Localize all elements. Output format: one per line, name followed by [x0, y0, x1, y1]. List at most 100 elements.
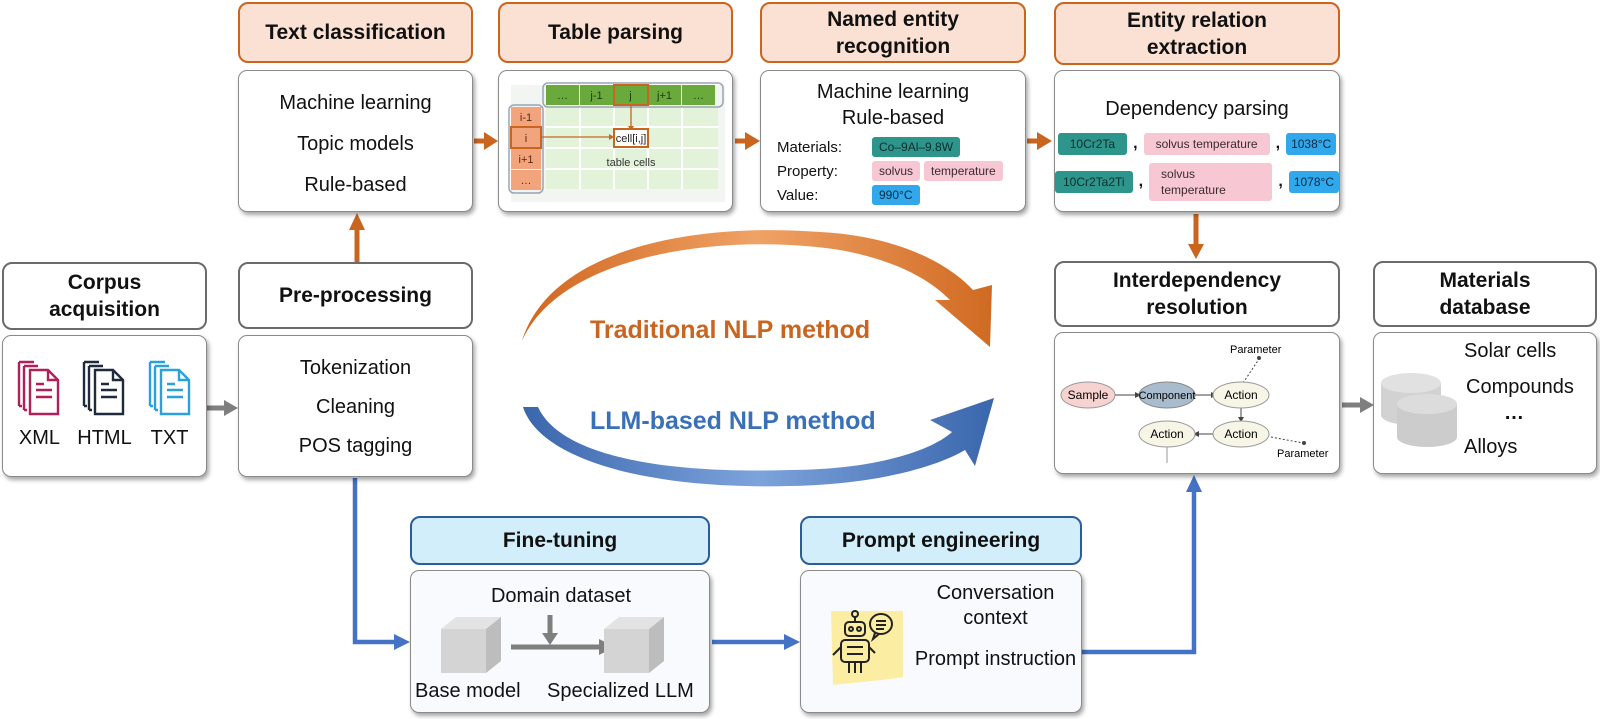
action-node-label: Action — [1224, 427, 1257, 441]
ner-method: Machine learning — [816, 81, 970, 103]
interdependency-title: Interdependency resolution — [1112, 269, 1282, 319]
prompt-engineering-header: Prompt engineering — [800, 516, 1082, 565]
finetuning-box: Domain dataset Base model Specialized LL… — [410, 570, 710, 713]
arrow-finetuning-to-prompt — [712, 634, 800, 650]
database-item: Compounds — [1466, 376, 1574, 398]
preprocessing-item: POS tagging — [298, 435, 413, 457]
separator: , — [1275, 135, 1281, 152]
value-tag: 1038°C — [1286, 133, 1337, 155]
file-type-label: HTML — [77, 427, 132, 449]
file-type-html: HTML — [77, 360, 132, 450]
arrow-preprocessing-to-finetuning — [352, 478, 410, 650]
property-tag: solvus — [872, 161, 921, 181]
prompt-instruction-label: Prompt instruction — [914, 648, 1077, 670]
column-header-cell — [682, 85, 715, 105]
separator: , — [1138, 173, 1144, 190]
table-cells-caption: table cells — [607, 157, 656, 169]
separator: , — [1278, 173, 1283, 190]
text-classification-item: Rule-based — [304, 174, 407, 196]
row-header-cell — [511, 170, 541, 190]
database-box: Solar cells Compounds … Alloys — [1373, 332, 1597, 474]
action-node — [1138, 420, 1196, 448]
property-tag: solvus temperature — [1143, 133, 1270, 155]
ner-box: Machine learning Rule-based Materials: C… — [760, 70, 1026, 212]
base-model-cube-icon — [441, 617, 501, 673]
property-tag: temperature — [924, 161, 1003, 181]
action-node — [1212, 381, 1270, 409]
ner-row-property: Property: solvus temperature — [777, 159, 1025, 183]
row-header-label: i — [525, 133, 527, 145]
preprocessing-item: Cleaning — [316, 396, 395, 418]
traditional-method-label: Traditional NLP method — [590, 316, 871, 344]
llm-curved-arrow — [523, 398, 994, 487]
relation-box: Dependency parsing 10Cr2Ta , solvus temp… — [1054, 70, 1340, 212]
column-header-cell — [614, 85, 647, 105]
arrow-interdependency-to-database — [1342, 397, 1374, 413]
corpus-acquisition-title: Corpus acquisition — [49, 271, 160, 321]
parameter-label: Parameter — [1230, 344, 1282, 356]
separator: , — [1133, 135, 1138, 152]
relation-title: Entity relation extraction — [1126, 8, 1268, 59]
conversation-context-label: Conversation context — [936, 582, 1055, 629]
material-tag: Co–9Al–9.8W — [872, 137, 961, 157]
ner-row-label: Materials: — [777, 138, 843, 156]
relation-triple: 10Cr2Ta2Ti , solvus temperature , 1078°C — [1055, 163, 1339, 201]
preprocessing-title: Pre-processing — [279, 284, 432, 307]
arrow-ner-to-relation — [1027, 132, 1052, 150]
arrow-icon — [511, 615, 615, 655]
ner-title: Named entity recognition — [827, 7, 959, 58]
specialized-llm-cube-icon — [604, 617, 664, 673]
target-cell — [613, 128, 649, 148]
sample-node-label: Sample — [1068, 388, 1109, 402]
llm-method-label: LLM-based NLP method — [590, 407, 876, 435]
target-cell-label: cell[i,j] — [616, 133, 647, 145]
txt-file-icon — [148, 360, 190, 416]
database-item: … — [1504, 402, 1524, 424]
prompt-engineering-title: Prompt engineering — [841, 529, 1041, 552]
text-classification-item: Machine learning — [279, 92, 432, 114]
ner-method: Rule-based — [841, 107, 945, 129]
file-type-label: TXT — [150, 427, 189, 449]
row-header-cell — [511, 149, 541, 169]
arrow-corpus-to-preprocessing — [206, 400, 238, 416]
finetuning-title: Fine-tuning — [502, 529, 618, 552]
corpus-acquisition-box: XML HTML TXT — [2, 335, 207, 477]
database-icon — [1381, 373, 1457, 447]
prompt-engineering-box: Conversation context Prompt instruction — [800, 570, 1082, 713]
arrow-relation-to-interdependency — [1188, 214, 1204, 259]
arrow-preprocessing-to-text-classification — [349, 213, 365, 262]
column-header-label: … — [693, 90, 704, 102]
arrow-table-parsing-to-ner — [735, 132, 760, 150]
arrow-prompt-to-interdependency — [1082, 475, 1202, 655]
material-tag: 10Cr2Ta2Ti — [1055, 171, 1133, 193]
property-tag: solvus temperature — [1149, 163, 1273, 201]
column-header-cell — [580, 85, 613, 105]
database-item: Solar cells — [1464, 340, 1557, 362]
ner-row-label: Property: — [777, 162, 838, 180]
text-classification-item: Topic models — [297, 133, 414, 155]
ner-row-label: Value: — [777, 186, 819, 204]
file-type-label: XML — [18, 427, 60, 449]
ner-header: Named entity recognition — [760, 2, 1026, 63]
database-header: Materials database — [1373, 261, 1597, 327]
row-header-label: … — [521, 175, 532, 187]
interdependency-graph: Sample Component Action Action Action Pa… — [1060, 344, 1329, 463]
database-title: Materials database — [1439, 269, 1531, 319]
html-file-icon — [83, 360, 125, 416]
domain-dataset-label: Domain dataset — [490, 585, 632, 607]
column-header-cell — [648, 85, 681, 105]
value-tag: 990°C — [872, 185, 920, 205]
row-header-cell — [511, 107, 541, 127]
column-header-cell — [546, 85, 579, 105]
file-type-txt: TXT — [147, 360, 193, 450]
file-type-xml: XML — [16, 360, 62, 450]
action-node — [1212, 420, 1270, 448]
row-header-label: i-1 — [520, 112, 532, 124]
component-node — [1138, 381, 1196, 409]
relation-method: Dependency parsing — [1105, 98, 1289, 120]
row-header-cell — [511, 128, 541, 148]
arrow-text-classification-to-table-parsing — [474, 132, 498, 150]
column-header-label: j — [628, 90, 631, 102]
